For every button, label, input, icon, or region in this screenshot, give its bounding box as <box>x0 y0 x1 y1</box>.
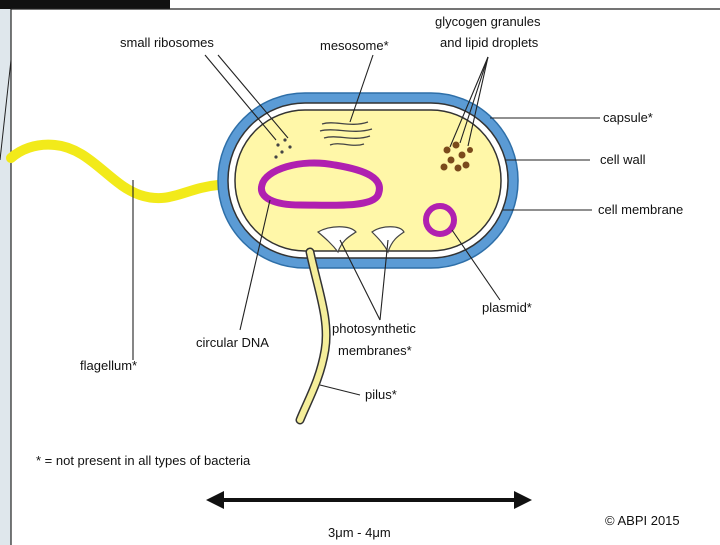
label-photosynthetic-line1: photosynthetic <box>332 321 416 336</box>
label-circular-dna: circular DNA <box>196 335 269 350</box>
left-diagonal-line <box>0 60 11 160</box>
label-capsule: capsule* <box>603 110 653 125</box>
label-small-ribosomes: small ribosomes <box>120 35 214 50</box>
scale-bar <box>206 491 532 509</box>
label-glycogen-line2: and lipid droplets <box>440 35 539 50</box>
label-glycogen-line1: glycogen granules <box>435 14 541 29</box>
label-plasmid: plasmid* <box>482 300 532 315</box>
label-mesosome: mesosome* <box>320 38 389 53</box>
copyright: © ABPI 2015 <box>605 513 680 528</box>
footnote: * = not present in all types of bacteria <box>36 453 251 468</box>
label-cell-wall: cell wall <box>600 152 646 167</box>
label-cell-membrane: cell membrane <box>598 202 683 217</box>
flagellum <box>11 145 218 198</box>
scale-label: 3μm - 4μm <box>328 525 391 540</box>
label-photosynthetic-line2: membranes* <box>338 343 412 358</box>
label-flagellum: flagellum* <box>80 358 137 373</box>
cell-membrane <box>235 110 501 251</box>
label-pilus: pilus* <box>365 387 397 402</box>
